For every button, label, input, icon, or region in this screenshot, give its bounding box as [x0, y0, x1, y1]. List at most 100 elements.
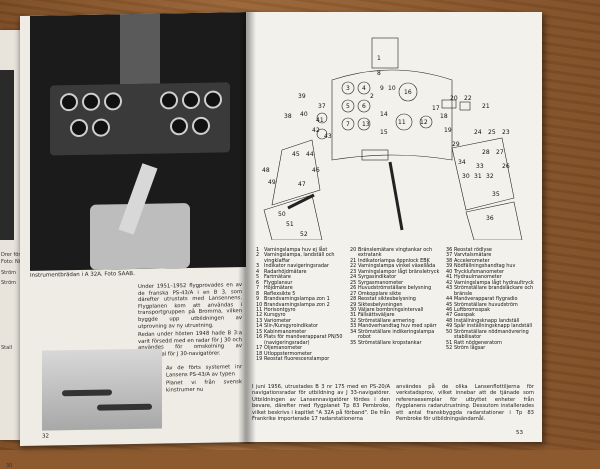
panel-outline: [331, 69, 453, 161]
legend-number: 45: [446, 301, 453, 308]
diagram-label: 46: [312, 167, 320, 174]
legend-number: 26: [350, 285, 357, 292]
legend-number: 47: [446, 312, 453, 319]
legend-text: Luftbromsspak: [454, 306, 491, 313]
left-console-outline: [271, 139, 321, 206]
diagram-label: 3: [346, 85, 350, 92]
legend-number: 18: [256, 350, 263, 357]
diagram-label: 21: [482, 103, 490, 110]
legend-number: 10: [256, 301, 263, 308]
legend-number: 15: [256, 328, 263, 335]
underlying-text-line: Ström: [1, 280, 17, 286]
legend-number: 27: [350, 290, 357, 297]
gauge-outline: [357, 99, 371, 113]
legend-number: 3: [256, 263, 260, 270]
legend-number: 6: [256, 279, 260, 286]
left-page: Instrumentbrädan i A 32A. Foto SAAB. Und…: [20, 11, 250, 447]
legend-text: Reostat rödlyse: [454, 247, 492, 253]
legend-number: 14: [256, 323, 263, 330]
legend-text: Hydraulmanometer: [454, 274, 502, 281]
diagram-label: 45: [292, 151, 300, 158]
legend-text: Huvudströmställare belysning: [358, 285, 432, 292]
diagram-label: 8: [377, 70, 381, 77]
legend-text: Gasspak: [454, 312, 475, 319]
legend-text: Syrgasindikator: [358, 274, 397, 281]
legend-number: 16: [256, 334, 263, 341]
legend-text: Varningslampa, landställ och vingklaffar: [264, 252, 335, 264]
legend-text: Fartmätare: [264, 274, 291, 281]
legend-text: Brandvarningslampa zon 2: [264, 301, 330, 308]
diagram-label: 23: [502, 129, 510, 136]
cockpit-photo: [30, 12, 246, 271]
diagram-label: 50: [278, 211, 286, 218]
diagram-label: 7: [346, 121, 350, 128]
legend-text: Utloppstermometer: [264, 350, 312, 357]
legend-number: 40: [446, 268, 453, 275]
legend-text: Varningslampa huv ej låst: [264, 247, 328, 253]
legend-text: Varvtalsmätare: [454, 252, 492, 259]
legend-text: Kursgyro: [264, 312, 286, 319]
legend-number: 35: [350, 339, 357, 346]
legend-number: 28: [350, 296, 357, 303]
aircraft-silhouette: [62, 389, 112, 397]
legend-text: Varningslampa lågt hydraultryck: [454, 279, 534, 286]
legend-number: 42: [446, 279, 453, 286]
legend-number: 46: [446, 306, 453, 313]
underlying-text-line: Stall: [1, 345, 12, 351]
legend-number: 50: [446, 328, 453, 335]
diagram-label: 16: [404, 89, 412, 96]
paragraph: Av de förts systemet inr Lansens PS-43/A…: [166, 364, 242, 379]
legend-number: 43: [446, 285, 453, 292]
legend-number: 20: [350, 247, 357, 253]
legend-text: Reostat siktesbelysning: [358, 296, 416, 303]
diagram-label: 29: [452, 141, 460, 148]
diagram-label: 42: [312, 127, 320, 134]
legend-number: 48: [446, 317, 453, 324]
right-text-column-1: I juni 1956, utrustades B 3 nr 175 med e…: [252, 384, 390, 423]
diagram-label: 52: [300, 231, 308, 238]
legend-text: Inställningsknapp landställ: [454, 317, 520, 324]
legend-text: Spår inställningsknapp landställ: [454, 323, 533, 330]
right-page: 1 8 3 4 5 6 7 13 16 11 12 17 18 19 20 22…: [246, 12, 542, 442]
legend-text: Oljemanometer: [264, 345, 303, 352]
underlying-photo: [0, 70, 14, 240]
diagram-label: 51: [286, 221, 294, 228]
legend-number: 7: [256, 285, 260, 292]
switch-box-outline: [459, 101, 471, 111]
legend-number: 17: [256, 345, 263, 352]
diagram-label: 22: [464, 95, 472, 102]
diagram-label: 32: [486, 173, 494, 180]
gauge-outline: [341, 99, 355, 113]
diagram-label: 39: [298, 93, 306, 100]
diagram-label: 14: [380, 111, 388, 118]
page-number-right: 53: [516, 430, 523, 436]
diagram-label: 49: [268, 179, 276, 186]
diagram-label: 31: [474, 173, 482, 180]
legend-text: Radarhöjdmätare: [264, 268, 307, 275]
legend-number: 9: [256, 296, 260, 303]
legend-number: 38: [446, 257, 453, 264]
diagram-label: 30: [462, 173, 470, 180]
